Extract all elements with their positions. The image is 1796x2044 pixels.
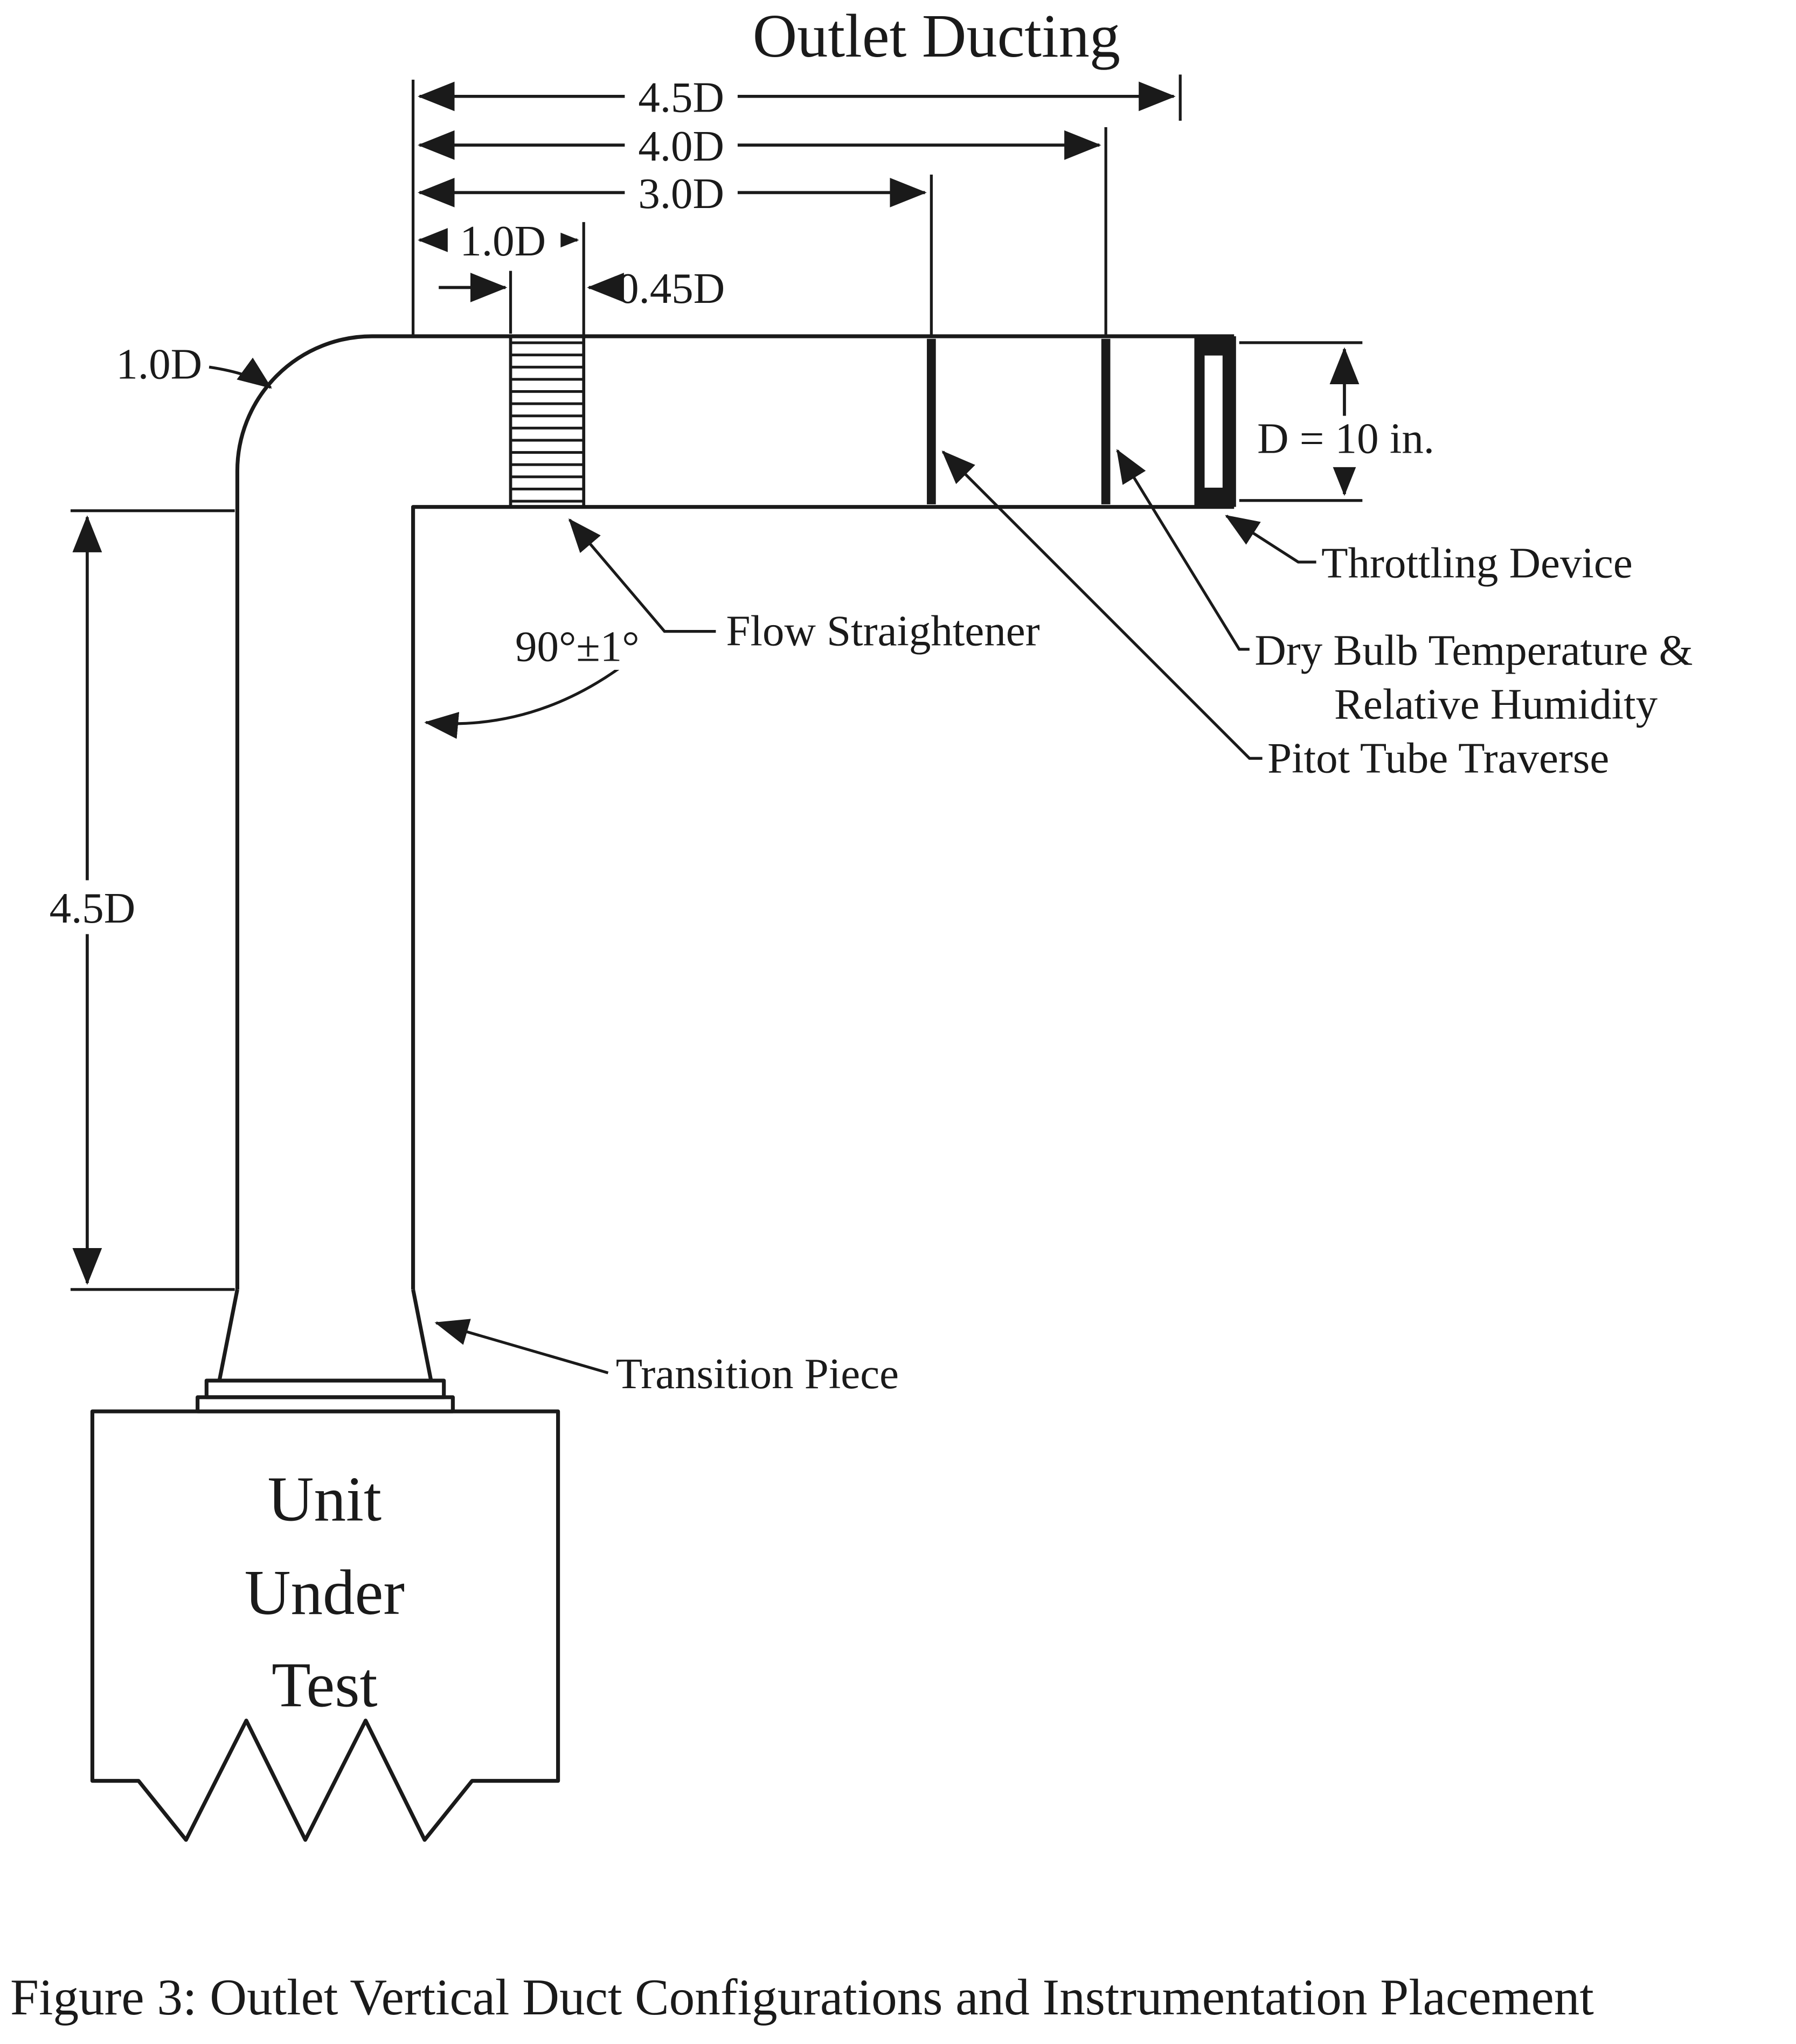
unit-label-line3: Test	[272, 1650, 378, 1721]
dim-bend-radius: 1.0D	[116, 340, 272, 389]
duct-outer-edge	[235, 334, 1235, 1290]
unit-under-test: Unit Under Test	[90, 1409, 560, 1842]
transition-right-edge	[411, 1289, 433, 1381]
dry-bulb-label-line1: Dry Bulb Temperature &	[1254, 626, 1693, 674]
dry-bulb-label-line2: Relative Humidity	[1334, 680, 1658, 728]
dim-label-bg	[625, 118, 738, 170]
dim-vertical-4-5d: 4.5D	[41, 509, 235, 1291]
dim-top-4-0d: 4.0D	[418, 118, 1107, 337]
bend-radius-leader	[209, 357, 272, 389]
duct-diameter-label: D = 10 in.	[1257, 414, 1434, 463]
dim-label-4-5d: 4.5D	[638, 73, 724, 121]
dim-duct-diameter: D = 10 in.	[1239, 341, 1475, 502]
callout-pitot-tube: Pitot Tube Traverse	[941, 451, 1609, 782]
transition-piece	[196, 1289, 455, 1414]
dim-label-4-0d: 4.0D	[638, 122, 724, 170]
angle-label-bg	[493, 623, 665, 670]
throttling-device	[1194, 336, 1235, 507]
callout-flow-straightener: Flow Straightener	[568, 518, 1040, 655]
dim-angle: 90°±1°	[424, 622, 665, 739]
dim-label-1-0d: 1.0D	[460, 217, 546, 265]
transition-piece-leader	[434, 1319, 609, 1375]
throttling-device-slot	[1204, 355, 1223, 488]
throttling-device-label: Throttling Device	[1321, 539, 1633, 587]
duct-outline	[235, 334, 1236, 1290]
figure-caption: Figure 3: Outlet Vertical Duct Configura…	[10, 1969, 1594, 2026]
bend-radius-label: 1.0D	[116, 340, 202, 389]
callout-dry-bulb: Dry Bulb Temperature & Relative Humidity	[1116, 449, 1693, 728]
dim-label-bg	[41, 880, 147, 934]
angle-label: 90°±1°	[515, 622, 640, 670]
flow-straightener	[509, 335, 586, 509]
flow-straightener-leader	[568, 518, 716, 633]
dim-label-bg	[625, 165, 738, 217]
dim-label-vertical-4-5d: 4.5D	[50, 884, 136, 932]
transition-left-edge	[217, 1289, 239, 1381]
dim-label-0-45d: 0.45D	[617, 264, 725, 313]
transition-piece-label: Transition Piece	[616, 1349, 899, 1398]
flow-straightener-body	[509, 335, 586, 509]
pitot-tube-leader	[941, 451, 1263, 760]
dry-bulb-leader	[1116, 449, 1250, 651]
flow-straightener-label: Flow Straightener	[726, 607, 1039, 655]
dim-label-bg	[625, 69, 738, 121]
dim-label-bg	[447, 213, 561, 265]
throttling-device-leader	[1225, 515, 1316, 564]
duct-inner-edge	[411, 505, 1235, 1290]
unit-label-line2: Under	[245, 1557, 405, 1628]
dim-top-0-45d: 0.45D	[439, 264, 725, 334]
pitot-tube-label: Pitot Tube Traverse	[1267, 733, 1609, 782]
unit-under-test-box	[90, 1409, 560, 1842]
diagram-title: Outlet Ducting	[753, 2, 1120, 70]
dim-label-3-0d: 3.0D	[638, 169, 724, 218]
callout-transition-piece: Transition Piece	[434, 1319, 899, 1398]
dim-top-3-0d: 3.0D	[418, 165, 933, 337]
dim-top-1-0d: 1.0D	[418, 213, 585, 337]
transition-flange-upper	[204, 1378, 446, 1399]
dim-top-4-5d: 4.5D	[418, 69, 1182, 121]
transition-flange-lower	[196, 1395, 455, 1414]
dim-label-bg	[1247, 415, 1475, 467]
callout-throttling-device: Throttling Device	[1225, 515, 1633, 587]
unit-label-line1: Unit	[268, 1463, 382, 1534]
